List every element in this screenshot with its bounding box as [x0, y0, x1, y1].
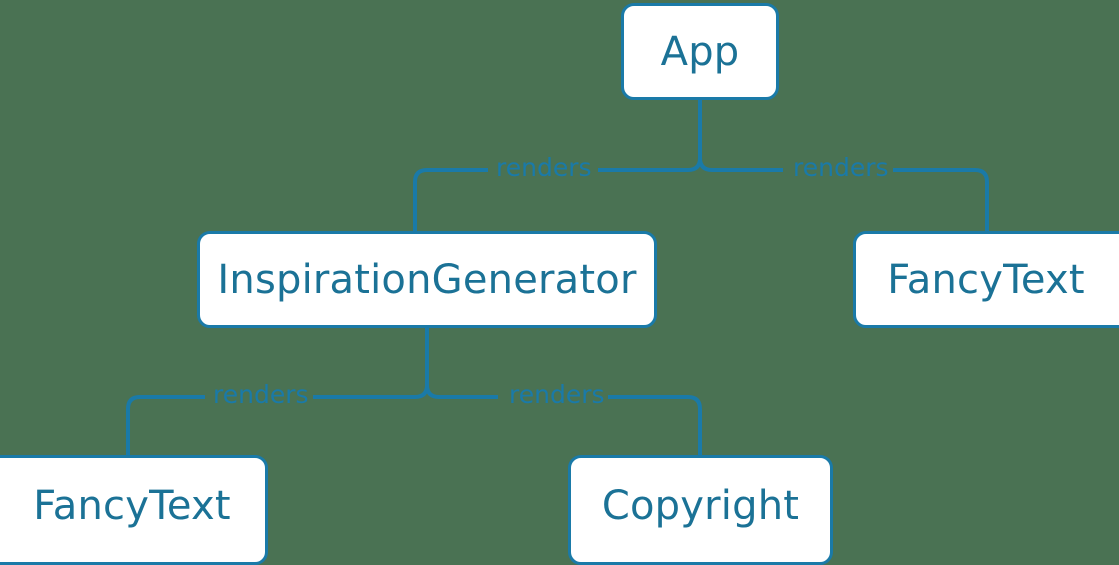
edge-label-app-to-inspiration-generator: renders — [496, 153, 592, 182]
node-fancytext-right[interactable]: FancyText — [853, 231, 1119, 328]
node-fancytext-right-label: FancyText — [887, 256, 1085, 303]
node-inspiration-generator[interactable]: InspirationGenerator — [197, 231, 657, 328]
edge-label-inspiration-generator-to-copyright: renders — [509, 380, 605, 409]
node-copyright[interactable]: Copyright — [568, 455, 833, 565]
node-app[interactable]: App — [621, 3, 779, 100]
node-inspiration-generator-label: InspirationGenerator — [217, 256, 637, 303]
node-copyright-label: Copyright — [601, 483, 800, 529]
node-fancytext-bottom[interactable]: FancyText — [0, 455, 268, 565]
edge-app-to-fancytext-right — [698, 157, 989, 231]
node-fancytext-bottom-label: FancyText — [33, 483, 231, 529]
edge-inspirationgenerator-to-copyright — [425, 384, 702, 455]
node-app-label: App — [660, 28, 740, 75]
edge-label-app-to-fancytext-right: renders — [793, 153, 889, 182]
edge-label-inspiration-generator-to-fancytext-bottom: renders — [213, 380, 309, 409]
